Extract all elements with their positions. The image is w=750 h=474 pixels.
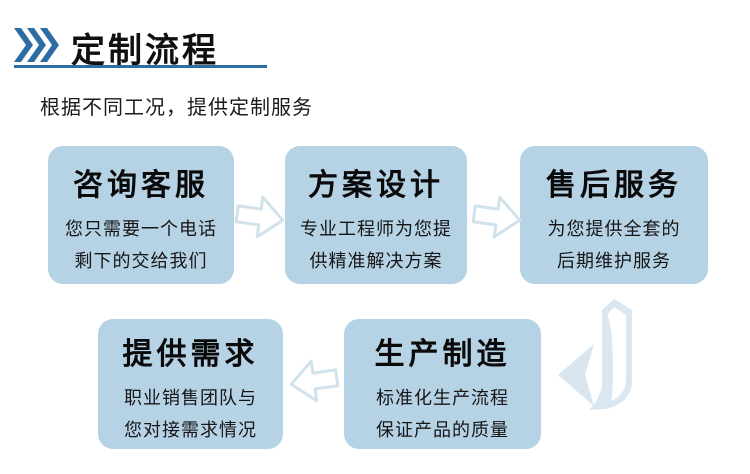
step-title: 生产制造 [374,338,511,371]
step-title: 咨询客服 [73,169,209,202]
step-line: 您对接需求情况 [124,420,257,441]
step-card-consult: 咨询客服 您只需要一个电话 剩下的交给我们 [48,146,234,284]
page-subtitle: 根据不同工况，提供定制服务 [40,97,313,119]
block-arrow-left-icon [283,349,345,414]
step-title: 提供需求 [122,338,259,371]
step-description: 标准化生产流程 保证产品的质量 [344,383,541,447]
step-description: 您只需要一个电话 剩下的交给我们 [48,214,234,278]
step-line: 保证产品的质量 [376,420,509,441]
step-line: 剩下的交给我们 [74,251,208,272]
step-line: 职业销售团队与 [124,388,257,409]
step-card-requirements: 提供需求 职业销售团队与 您对接需求情况 [98,319,283,449]
triple-chevron-right-icon [14,28,59,62]
step-description: 专业工程师为您提 供精准解决方案 [285,214,467,278]
step-line: 为您提供全套的 [547,219,681,240]
bent-arrow-down-left-icon [556,297,674,415]
step-description: 为您提供全套的 后期维护服务 [520,214,708,278]
step-line: 后期维护服务 [557,251,671,272]
block-arrow-right-icon [466,185,528,250]
step-title: 售后服务 [546,169,682,202]
title-underline [14,65,267,68]
step-line: 标准化生产流程 [376,388,509,409]
step-line: 专业工程师为您提 [300,219,452,240]
block-arrow-right-icon [229,185,291,250]
step-card-manufacturing: 生产制造 标准化生产流程 保证产品的质量 [344,319,541,449]
step-card-design: 方案设计 专业工程师为您提 供精准解决方案 [285,146,467,284]
step-title: 方案设计 [308,169,444,202]
step-line: 您只需要一个电话 [65,219,217,240]
page-title: 定制流程 [71,32,219,70]
step-line: 供精准解决方案 [309,251,443,272]
step-card-aftersales: 售后服务 为您提供全套的 后期维护服务 [520,146,708,284]
step-description: 职业销售团队与 您对接需求情况 [98,383,283,447]
